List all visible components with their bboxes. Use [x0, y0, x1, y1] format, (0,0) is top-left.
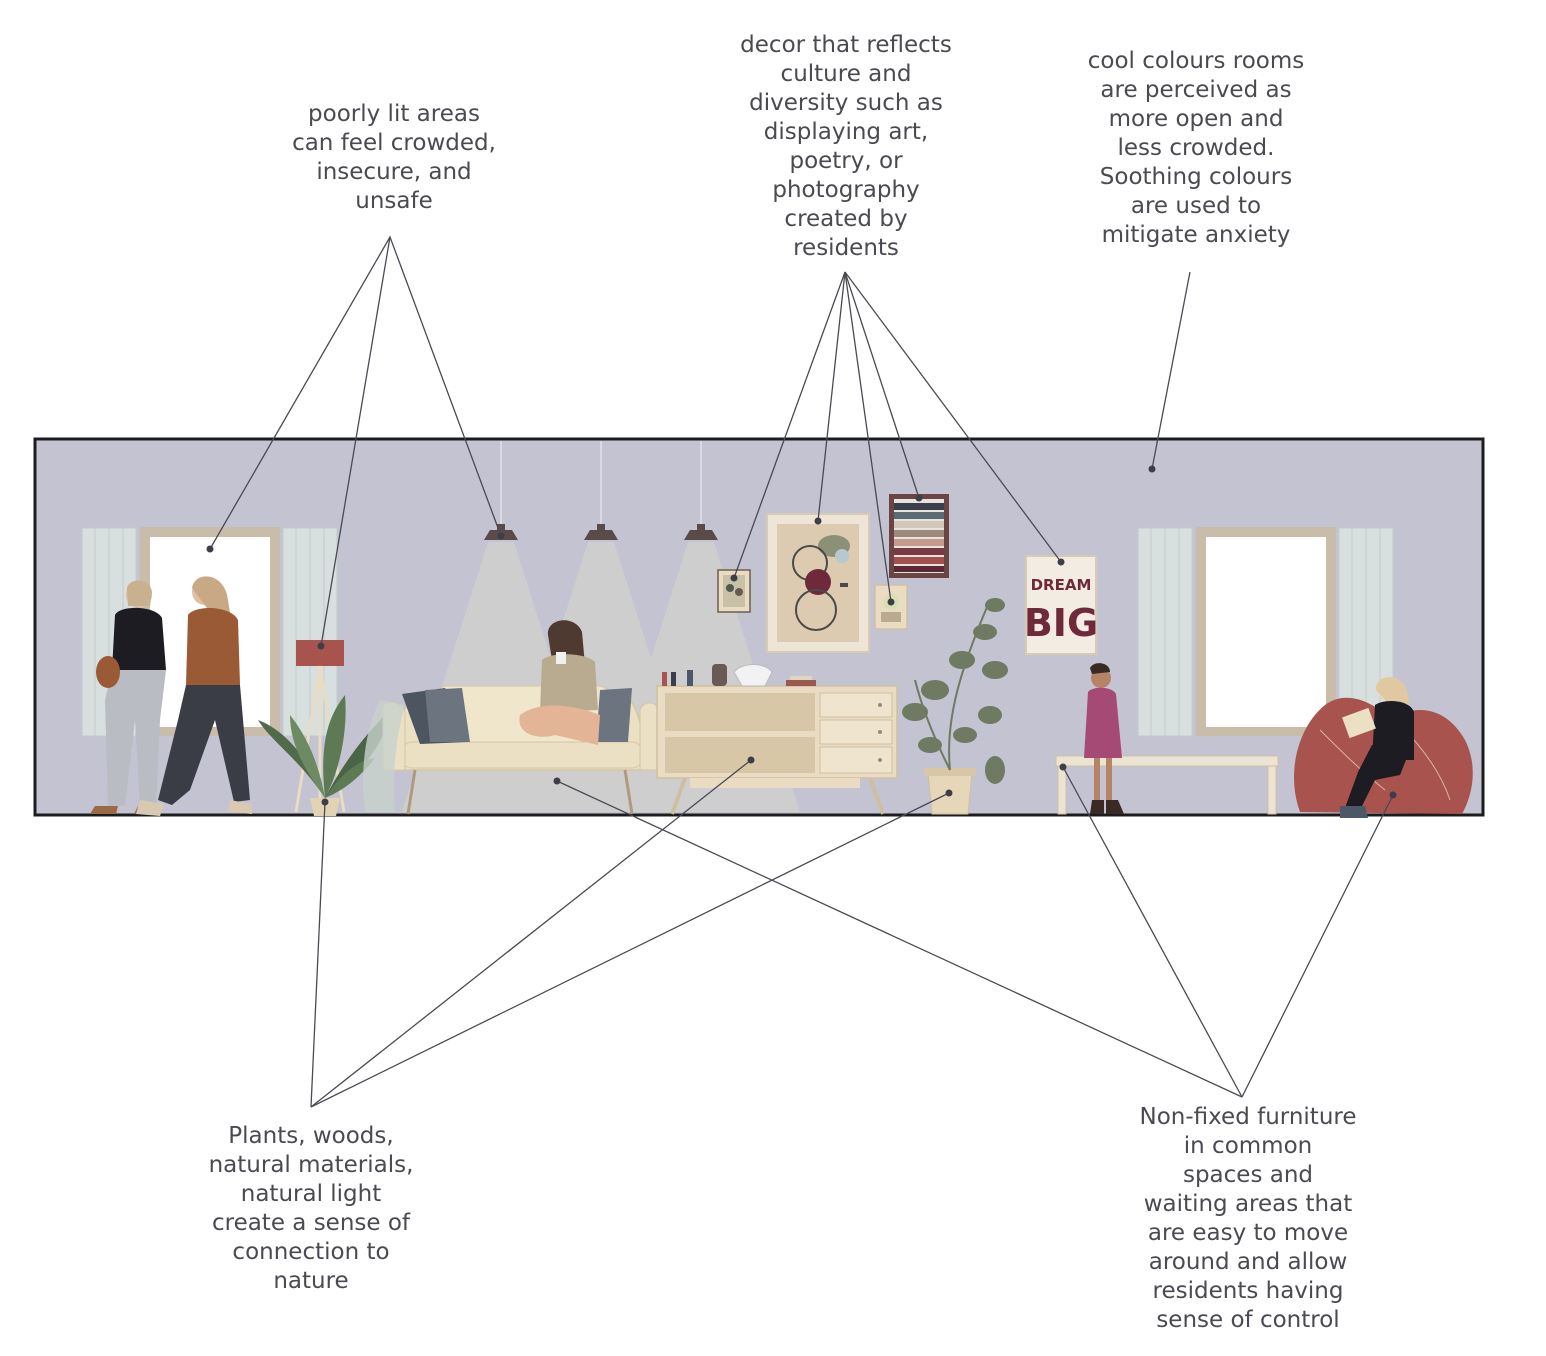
annotation-lighting: poorly lit areas can feel crowded, insec… [292, 101, 496, 214]
dream-big-poster: DREAM BIG [1024, 555, 1098, 655]
wall-art: DREAM BIG [717, 494, 1098, 655]
pendant-lamps [484, 441, 718, 540]
sideboard [656, 664, 898, 815]
annotation-nature: Plants, woods, natural materials, natura… [208, 1123, 414, 1294]
person-icon [519, 620, 600, 745]
pendant-lamp-icon [684, 441, 718, 540]
abstract-artwork [766, 513, 870, 653]
poster-line-2: BIG [1024, 601, 1098, 645]
striped-artwork [889, 494, 949, 578]
pendant-lamp-icon [584, 441, 618, 540]
person-icon [90, 580, 166, 814]
right-window [1137, 527, 1394, 737]
annotation-leaders [206, 235, 1397, 1108]
plant-icon [902, 598, 1008, 815]
person-icon [1340, 677, 1414, 818]
bench [1055, 755, 1279, 815]
annotation-decor: decor that reflects culture and diversit… [740, 32, 952, 261]
person-icon [1084, 663, 1124, 814]
left-window [81, 527, 338, 737]
person-icon [136, 576, 252, 816]
annotation-colours: cool colours rooms are perceived as more… [1087, 48, 1305, 248]
picture-frame-icon [874, 584, 908, 630]
poster-line-1: DREAM [1031, 576, 1092, 594]
annotation-furniture: Non-fixed furniture in common spaces and… [1139, 1104, 1357, 1333]
